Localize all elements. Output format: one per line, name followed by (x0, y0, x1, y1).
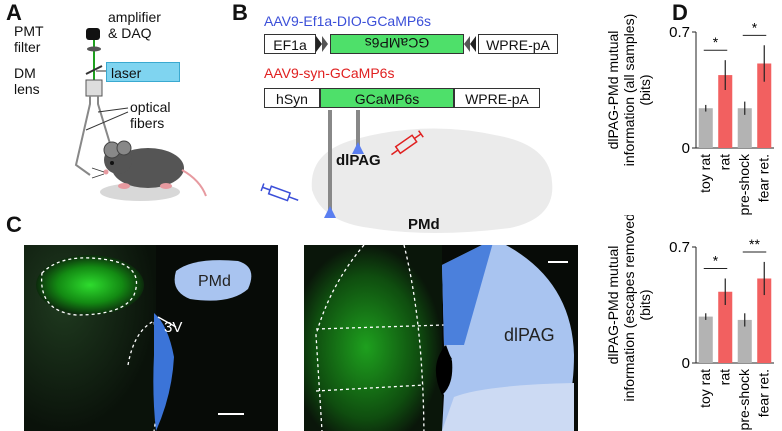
y-tick-label: 0 (682, 355, 690, 372)
bar (718, 75, 733, 148)
brain-schematic (260, 110, 553, 233)
histology-image-dlpag: dlPAG (304, 245, 578, 431)
x-tick-label: pre-shock (736, 368, 752, 430)
pmd-overlay-label: PMd (198, 273, 231, 290)
bar (757, 278, 772, 363)
construct1-gene-inverted: GCaMP6s (330, 34, 464, 54)
fibers-label: fibers (130, 115, 165, 131)
y-axis-label: dlPAG-PMd mutualinformation (escapes rem… (605, 215, 653, 401)
loxp-left-icon (316, 36, 328, 52)
x-tick-label: fear ret. (755, 369, 771, 417)
dlpag-overlay-label: dlPAG (504, 325, 555, 345)
panel-a: PMT filter amplifier & DAQ DM lens laser… (0, 0, 230, 212)
pmt-label: PMT (14, 23, 44, 39)
optical-label: optical (130, 99, 171, 115)
x-tick-label: rat (716, 369, 732, 385)
pmd-region-label: PMd (408, 216, 440, 233)
x-tick-label: rat (716, 154, 732, 170)
y-axis-label: dlPAG-PMd mutualinformation (all samples… (605, 14, 653, 167)
construct2-promoter: hSyn (264, 88, 320, 108)
histology-image-pmd: PMd 3V (24, 245, 278, 431)
y-tick-label: 0 (682, 140, 690, 157)
third-ventricle-label: 3V (164, 319, 183, 336)
panel-d: 0.7 0 dlPAG-PMd mutualinformation (all sam… (604, 0, 782, 431)
panel-label-d: D (672, 0, 688, 25)
significance-marker: ** (749, 236, 760, 252)
dm-label: DM (14, 65, 36, 81)
daq-label: & DAQ (108, 25, 152, 41)
loxp-right-icon (464, 36, 476, 52)
x-tick-label: toy rat (697, 154, 713, 193)
lens-label: lens (14, 81, 40, 97)
x-tick-label: pre-shock (736, 153, 752, 215)
laser-box: laser (106, 62, 180, 82)
construct2-tail: WPRE-pA (454, 88, 540, 108)
bar (757, 63, 772, 148)
significance-marker: * (713, 253, 719, 269)
y-tick-label: 0.7 (669, 24, 690, 41)
bar (718, 291, 733, 363)
x-tick-label: toy rat (697, 369, 713, 408)
bar (698, 316, 713, 363)
panel-label-b: B (232, 0, 248, 25)
construct2-title: AAV9-syn-GCaMP6s (264, 65, 395, 81)
panel-label-a: A (6, 0, 22, 25)
y-tick-label: 0.7 (669, 239, 690, 256)
panel-b: AAV9-Ef1a-DIO-GCaMP6s EF1a GCaMP6s WPRE-… (230, 0, 580, 240)
bar (737, 108, 752, 148)
amplifier-label: amplifier (108, 9, 161, 25)
significance-marker: * (713, 34, 719, 50)
significance-marker: * (752, 19, 758, 35)
fiber-photometry-setup-diagram (74, 28, 207, 201)
mi-chart-all-samples: 0.7 0 dlPAG-PMd mutualinformation (all sam… (605, 14, 774, 215)
construct1-promoter: EF1a (264, 34, 316, 54)
construct2-gene: GCaMP6s (320, 88, 454, 108)
filter-label: filter (14, 39, 41, 55)
construct1-tail: WPRE-pA (478, 34, 558, 54)
x-tick-label: fear ret. (755, 154, 771, 202)
bar (737, 319, 752, 363)
panel-label-c: C (6, 212, 22, 237)
dlpag-region-label: dlPAG (336, 152, 381, 169)
mi-chart-escapes-removed: 0.7 0 dlPAG-PMd mutualinformation (escapes… (605, 215, 774, 430)
bar (698, 108, 713, 148)
construct1-title: AAV9-Ef1a-DIO-GCaMP6s (264, 13, 432, 29)
